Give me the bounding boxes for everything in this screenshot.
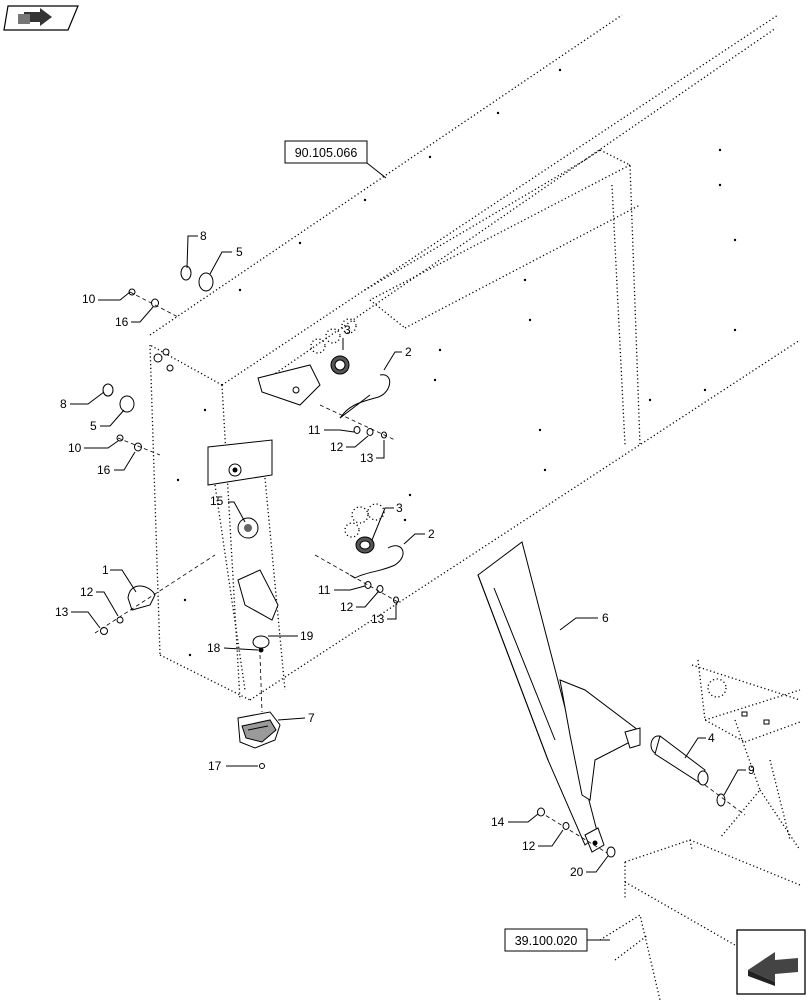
reference-box-bottom[interactable]: 39.100.020 <box>504 928 610 952</box>
callout-19: 19 <box>300 629 314 643</box>
back-to-index-icon[interactable] <box>3 5 79 31</box>
upper-lynch-pin-group <box>310 318 396 441</box>
callout-13: 13 <box>360 451 374 465</box>
lower-lynch-pin-group <box>314 503 404 604</box>
reference-box-top[interactable]: 90.105.066 <box>284 140 387 179</box>
callout-12: 12 <box>340 600 354 614</box>
callout-labels: 8 5 10 16 3 2 8 5 10 16 11 12 13 <box>55 229 755 879</box>
callout-3: 3 <box>344 323 351 337</box>
callout-11: 11 <box>318 583 331 597</box>
callout-7: 7 <box>308 711 315 725</box>
callout-6: 6 <box>602 611 609 625</box>
clip-ring-upper <box>128 265 214 319</box>
callout-5: 5 <box>90 419 97 433</box>
lower-mount-group <box>237 635 281 769</box>
hook-bracket <box>94 554 216 635</box>
callout-10: 10 <box>82 292 96 306</box>
center-bracket-column <box>207 364 321 691</box>
clip-ring-lower <box>102 383 161 456</box>
callout-12: 12 <box>330 440 344 454</box>
callout-2: 2 <box>405 345 412 359</box>
reference-top-label: 90.105.066 <box>295 146 358 160</box>
reference-bottom-label: 39.100.020 <box>515 934 578 948</box>
callout-8: 8 <box>60 397 67 411</box>
callout-10: 10 <box>68 441 82 455</box>
callout-4: 4 <box>708 731 715 745</box>
callout-20: 20 <box>570 865 584 879</box>
callout-18: 18 <box>207 641 221 655</box>
support-link <box>477 541 641 858</box>
callout-12: 12 <box>522 839 536 853</box>
callout-12: 12 <box>80 585 94 599</box>
callout-9: 9 <box>748 763 755 777</box>
pivot-pin <box>650 735 746 816</box>
callout-13: 13 <box>371 612 385 626</box>
callout-2: 2 <box>428 527 435 541</box>
callout-14: 14 <box>491 815 505 829</box>
next-page-arrow-icon[interactable] <box>736 929 806 995</box>
callout-16: 16 <box>97 463 111 477</box>
callout-15: 15 <box>210 494 224 508</box>
callout-8: 8 <box>200 229 207 243</box>
header-frame-section <box>599 659 801 1000</box>
callout-5: 5 <box>236 245 243 259</box>
callout-3: 3 <box>396 501 403 515</box>
callout-17: 17 <box>208 759 222 773</box>
callout-16: 16 <box>115 315 129 329</box>
callout-11: 11 <box>308 423 321 437</box>
callout-13: 13 <box>55 605 69 619</box>
main-frame-assembly <box>149 14 801 701</box>
callout-1: 1 <box>102 563 109 577</box>
